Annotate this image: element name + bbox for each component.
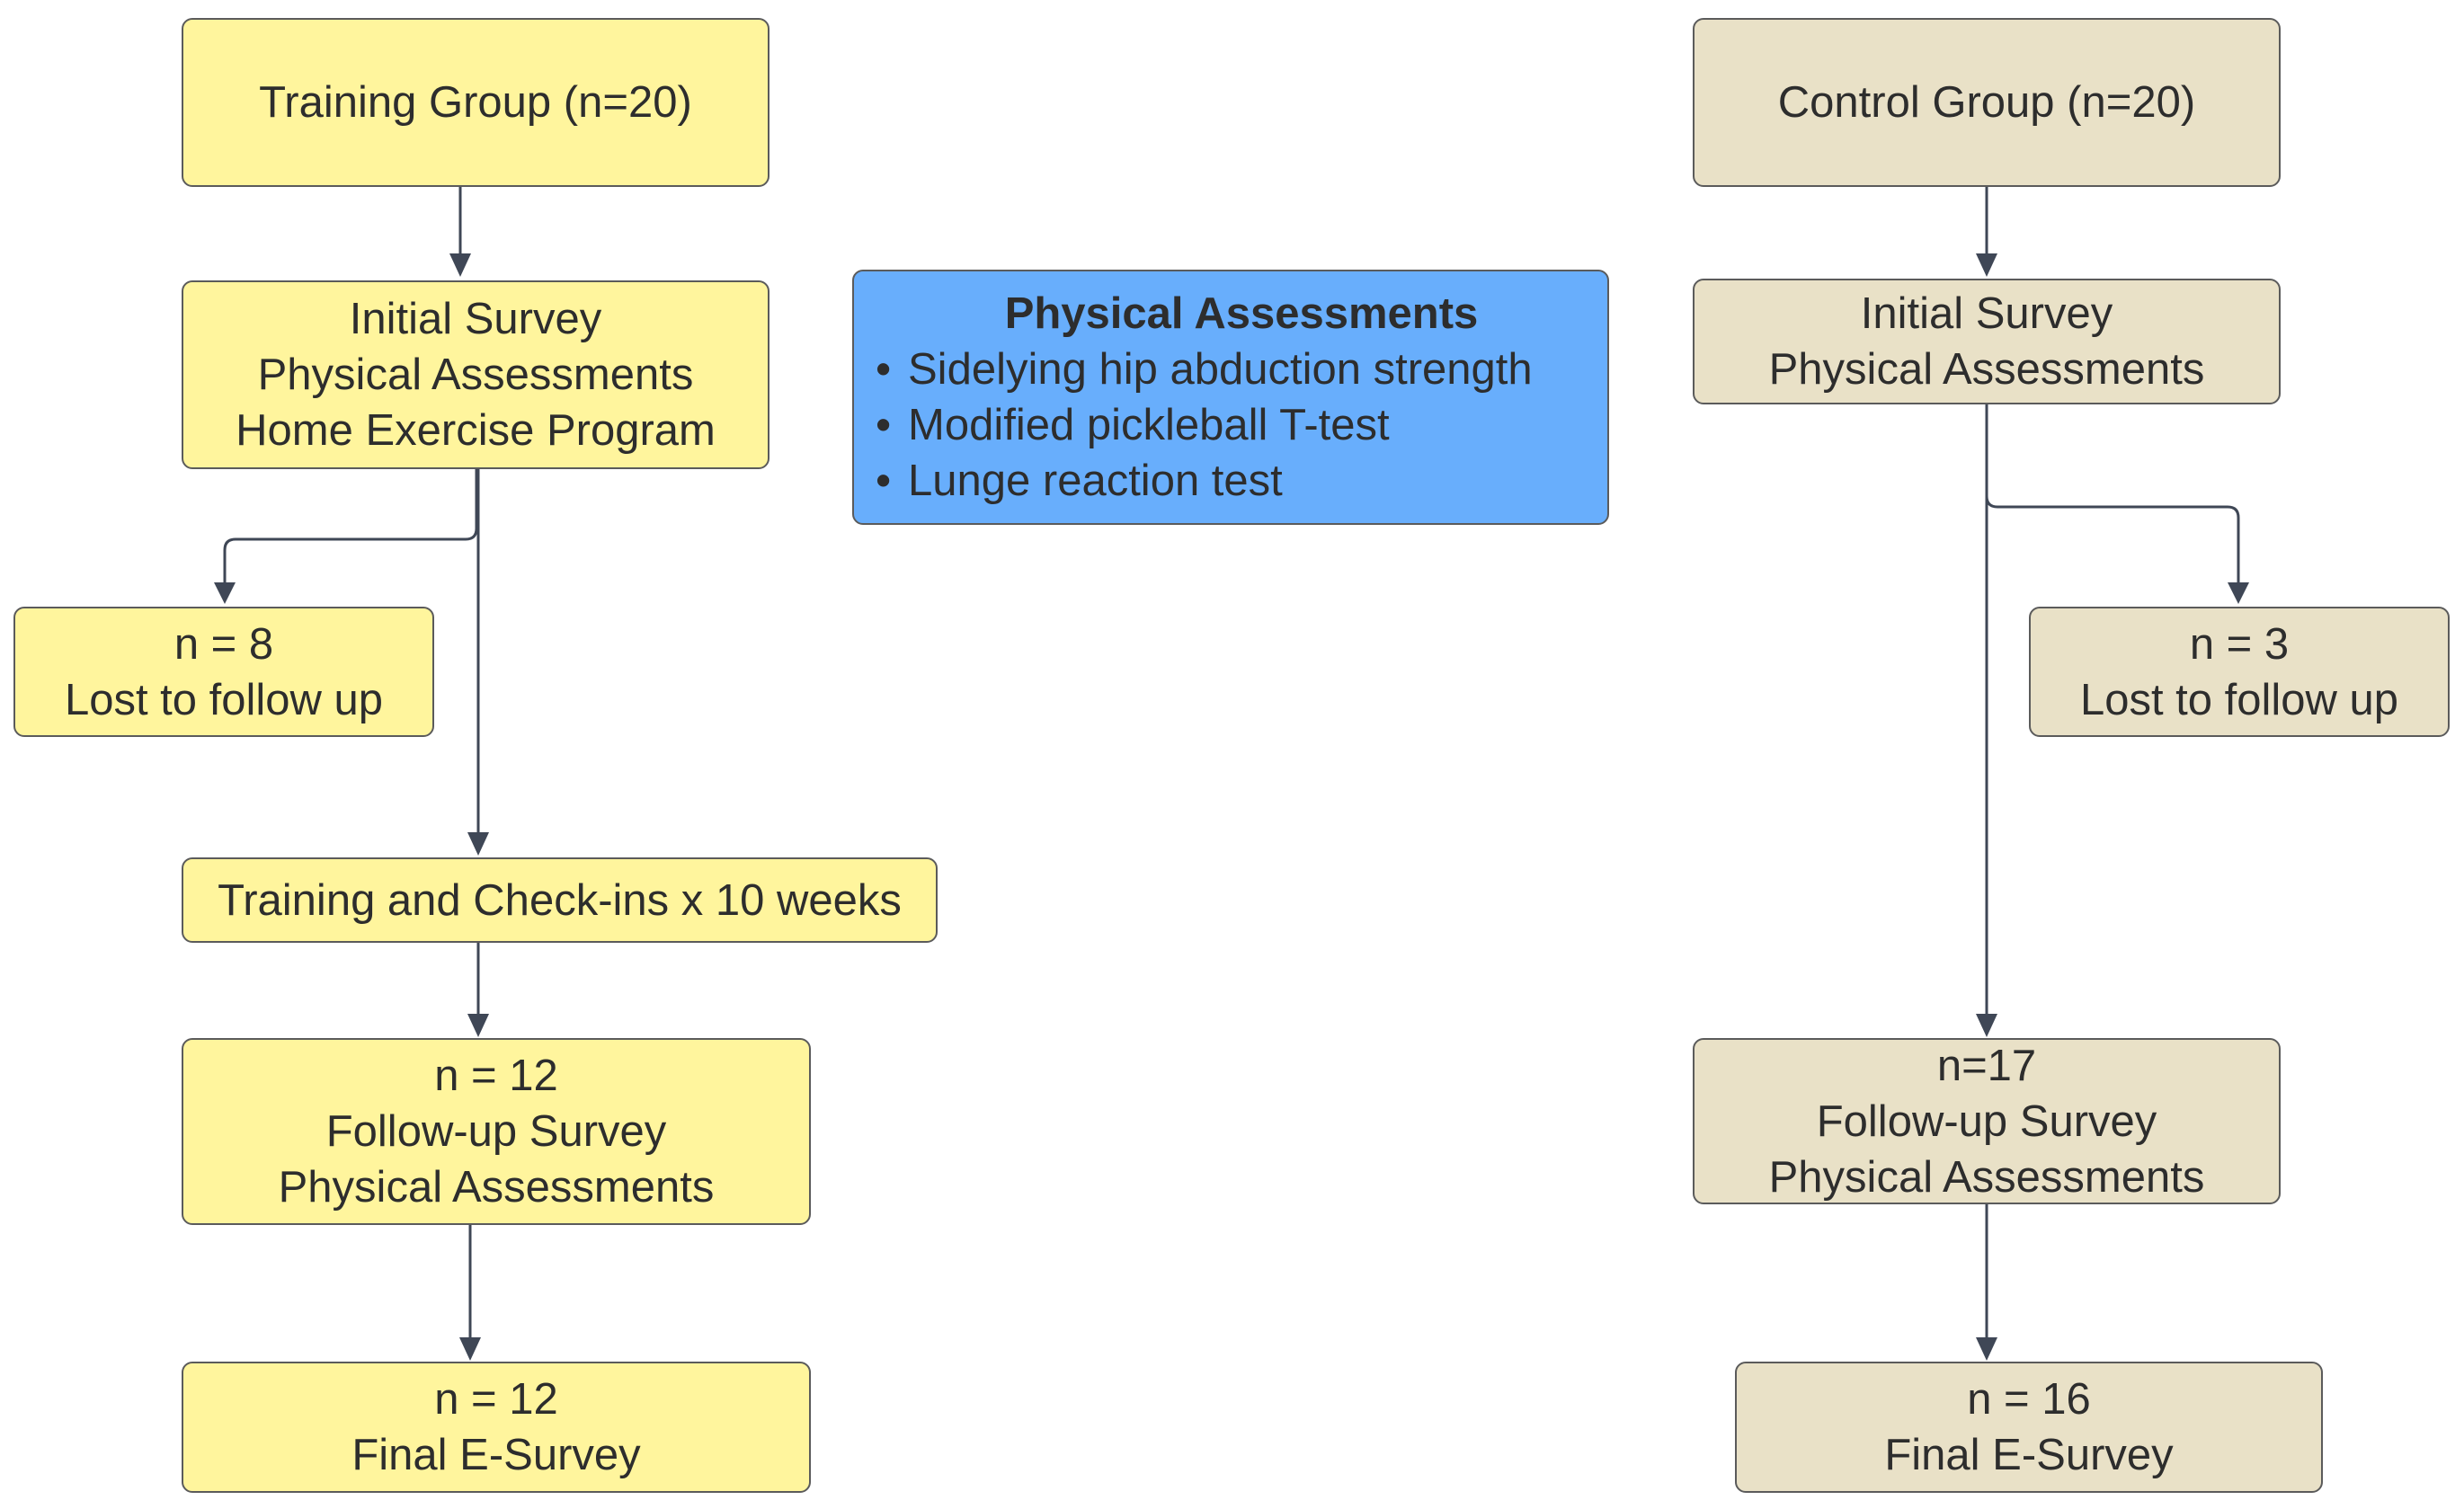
assessment-item-label: Modified pickleball T-test: [908, 401, 1390, 449]
training-initial-line-1: Initial Survey: [349, 295, 602, 343]
physical-assessments-box: Physical Assessments • Sidelying hip abd…: [852, 270, 1609, 525]
control-final-count: n = 16: [1967, 1375, 2091, 1424]
control-final-label: Final E-Survey: [1884, 1431, 2174, 1479]
control-followup-line-3: Physical Assessments: [1768, 1152, 2205, 1202]
assessment-item-label: Lunge reaction test: [908, 457, 1283, 505]
training-checkins-box: Training and Check-ins x 10 weeks: [182, 857, 938, 943]
control-initial-line-2: Physical Assessments: [1768, 345, 2205, 394]
assessment-item: • Modified pickleball T-test: [876, 397, 1390, 453]
training-lost-box: n = 8 Lost to follow up: [13, 607, 434, 737]
training-lost-count: n = 8: [173, 619, 274, 669]
assessment-item: • Sidelying hip abduction strength: [876, 342, 1533, 397]
training-final-label: Final E-Survey: [351, 1431, 641, 1479]
bullet-icon: •: [876, 457, 892, 505]
training-initial-line-3: Home Exercise Program: [236, 406, 716, 455]
training-group-box: Training Group (n=20): [182, 18, 769, 187]
control-group-box: Control Group (n=20): [1693, 18, 2281, 187]
control-final-box: n = 16 Final E-Survey: [1735, 1362, 2323, 1493]
training-lost-label: Lost to follow up: [64, 675, 384, 724]
training-followup-count: n = 12: [434, 1052, 558, 1100]
training-followup-box: n = 12 Follow-up Survey Physical Assessm…: [182, 1038, 811, 1225]
control-followup-count: n=17: [1936, 1041, 2037, 1090]
arrow-training-followup-to-final: [459, 1225, 481, 1361]
arrow-training-initial-to-lost: [214, 469, 478, 604]
assessment-item-label: Sidelying hip abduction strength: [908, 345, 1533, 394]
control-group-label: Control Group (n=20): [1777, 78, 2196, 127]
arrow-control-initial-to-lost: [1985, 404, 2249, 604]
control-initial-box: Initial Survey Physical Assessments: [1693, 279, 2281, 404]
training-initial-line-2: Physical Assessments: [257, 351, 694, 399]
training-final-count: n = 12: [434, 1375, 558, 1424]
bullet-icon: •: [876, 401, 892, 449]
arrow-training-to-followup: [467, 943, 489, 1037]
training-followup-line-2: Follow-up Survey: [325, 1107, 667, 1156]
control-lost-label: Lost to follow up: [2079, 675, 2399, 724]
control-followup-box: n=17 Follow-up Survey Physical Assessmen…: [1693, 1038, 2281, 1204]
arrow-control-initial-to-followup: [1976, 404, 1997, 1037]
training-final-box: n = 12 Final E-Survey: [182, 1362, 811, 1493]
control-lost-count: n = 3: [2189, 619, 2290, 669]
control-followup-line-2: Follow-up Survey: [1816, 1096, 2157, 1146]
training-initial-box: Initial Survey Physical Assessments Home…: [182, 280, 769, 469]
arrow-control-followup-to-final: [1976, 1204, 1997, 1361]
arrow-training-initial-to-training: [467, 469, 489, 856]
arrow-training-group-to-initial: [449, 187, 471, 277]
physical-assessments-title: Physical Assessments: [1004, 289, 1479, 338]
control-initial-line-1: Initial Survey: [1860, 289, 2113, 338]
training-group-label: Training Group (n=20): [259, 78, 692, 127]
training-checkins-label: Training and Check-ins x 10 weeks: [218, 875, 902, 925]
training-followup-line-3: Physical Assessments: [278, 1163, 715, 1212]
bullet-icon: •: [876, 345, 892, 394]
arrow-control-group-to-initial: [1976, 187, 1997, 277]
control-lost-box: n = 3 Lost to follow up: [2029, 607, 2450, 737]
assessment-item: • Lunge reaction test: [876, 453, 1283, 509]
